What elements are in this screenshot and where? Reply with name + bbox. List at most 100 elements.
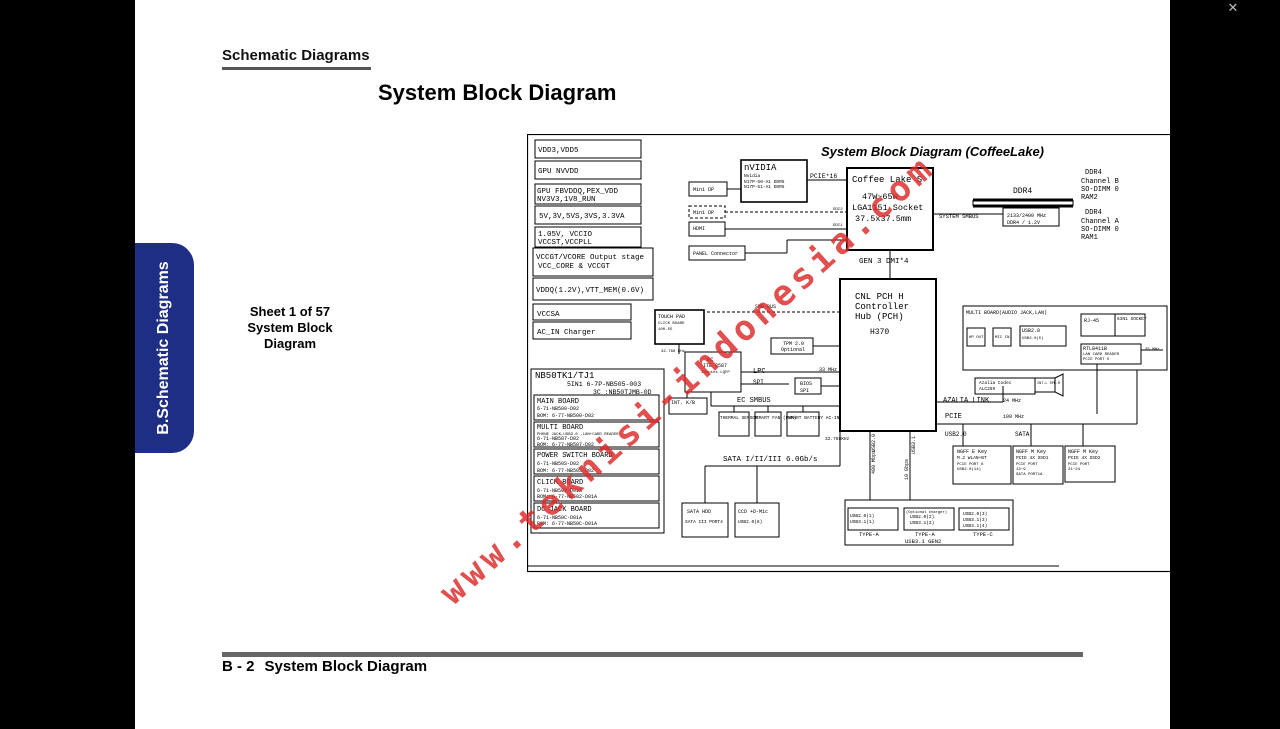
usb31-vert: USB3.1 <box>911 436 917 454</box>
ec-smbus: EC SMBUS <box>737 397 771 405</box>
board-1-b: BOM: 6-77-NB500-D02 <box>537 413 594 419</box>
hdd-1: SATA HDD <box>687 509 711 515</box>
footer-title: System Block Diagram <box>264 658 428 675</box>
speaker-label: INT-L SPK-R <box>1037 382 1061 386</box>
cpu-size: 37.5x37.5mm <box>855 214 911 224</box>
sata-label: SATA <box>1015 431 1030 438</box>
section-header: Schematic Diagrams <box>222 47 370 64</box>
board-4-b: BOM: 6-77-NB502-D01A <box>537 494 597 500</box>
ccd-2: USB2.0(8) <box>738 519 762 525</box>
m2-m1-4: 13~9 <box>1016 468 1026 472</box>
diagram-title: System Block Diagram (CoffeeLake) <box>821 144 1044 159</box>
cpu-tdp: 47W~65W <box>862 192 899 202</box>
page-footer: B - 2 System Block Diagram <box>222 658 427 675</box>
ddr-speed: 2133/2400 MHz <box>1007 213 1046 219</box>
usbp-2c: USB3.1(2) <box>910 520 934 526</box>
ddi2-label: DDI2 <box>833 208 843 212</box>
touchpad-1: TOUCH PAD <box>658 314 685 320</box>
board-2-c: BOM: 6-77-NB507-D02 <box>537 442 594 448</box>
touchpad-3: 100-55 <box>658 328 673 332</box>
panel-label: PANEL Connector <box>693 251 738 257</box>
gpu-name: nVIDIA <box>744 163 777 173</box>
board-5-b: BOM: 6-77-NB50C-D01A <box>537 521 597 527</box>
side-tab-label: B.Schematic Diagrams <box>155 261 172 435</box>
board-1-name: MAIN BOARD <box>537 398 579 406</box>
usb20-speed: 480 Mbps <box>871 450 877 474</box>
rail-3: GPU FBVDDQ,PEX_VDD <box>537 188 619 196</box>
usbp-3c: USB3.1(4) <box>963 523 987 529</box>
codec-2: ALC269 <box>979 386 996 392</box>
gpu-bus: PCIE*16 <box>810 173 837 180</box>
spi-label: SPI <box>753 379 764 386</box>
header-rule <box>222 67 371 70</box>
m2-e-2: M.2 WLAN+BT <box>957 455 987 461</box>
rail-1: VDD3,VDD5 <box>538 147 579 155</box>
ec-l3: 128pins LQFP <box>701 370 730 375</box>
ddr-a-3: SO-DIMM 0 <box>1081 226 1119 234</box>
tpm-1: TPM 2.0 <box>783 341 804 347</box>
schematic-diagram: System Block Diagram (CoffeeLake) VDD3,V… <box>526 133 1170 579</box>
gpu-line-3: N17P-G1-A1 DDR5 <box>744 184 785 190</box>
rail-2: GPU NVVDD <box>538 168 579 176</box>
cpu-name: Coffee Lake S <box>852 175 922 185</box>
lpc-mhz: 33 MHz <box>819 367 837 373</box>
usb20-label: USB2.0 <box>945 431 967 438</box>
footer-page-number: B - 2 <box>222 658 255 675</box>
usbp-1b: USB3.1(1) <box>850 519 874 525</box>
m2-e-1: NGFF E Key <box>957 449 987 455</box>
gpu-line-1: Nvidia <box>744 173 761 179</box>
lan-3: PCIE PORT 5 <box>1083 358 1110 362</box>
bios-2: SPI <box>800 388 809 394</box>
model-name: NB50TK1/TJ1 <box>535 371 594 381</box>
ec-l2: ITE 8587 <box>703 363 727 369</box>
usb20-vert: USB2.0 <box>871 434 877 452</box>
multiboard-title: MULTI BOARD(AUDIO JACK,LAN) <box>966 310 1047 316</box>
sheet-title-1: System Block <box>247 320 333 335</box>
system-smbus: SYSTEM SMBUS <box>939 213 979 220</box>
board-4-a: 6-71-NB502-D01A <box>537 488 582 494</box>
hp-out: HP OUT <box>969 336 984 340</box>
m2-m2-3: PCIE PORT <box>1068 463 1090 467</box>
m2-e-4: USB2.0(14) <box>957 467 981 472</box>
usbp-3b: USB3.1(3) <box>963 517 987 523</box>
hdmi-label: HDMI <box>693 226 705 232</box>
bios-1: BIOS <box>800 381 812 387</box>
m2-m2-4: 21~24 <box>1068 468 1081 472</box>
pch-line-2: Controller <box>855 302 909 312</box>
ddr-label: DDR4 <box>1013 187 1032 196</box>
ec-clock: 32.768 KHz <box>661 350 686 354</box>
rail-11: VCCSA <box>537 311 560 319</box>
close-icon[interactable]: ✕ <box>1227 0 1239 15</box>
rail-7: VCCST,VCCPLL <box>538 239 593 247</box>
type-c: TYPE-C <box>973 531 994 538</box>
thermal-sensor: THERMAL SENSOR <box>720 415 758 421</box>
pcie-mhz: 100 MHz <box>1003 414 1024 420</box>
lan-1: RTL8411B <box>1083 346 1107 352</box>
mb-usbp: USB2.0(5) <box>1022 336 1044 341</box>
usbp-1a: USB2.0(1) <box>850 513 874 519</box>
board-4-name: CLICK BOARD <box>537 479 583 487</box>
pch-line-4: H370 <box>870 328 889 337</box>
rail-6: 1.05V, VCCIO <box>538 231 593 239</box>
sata-bus: SATA I/II/III 6.0Gb/s <box>723 456 818 464</box>
cpu-socket: LGA1151 Socket <box>852 203 923 213</box>
smart-battery: SMART BATTERY AC-IN <box>788 415 840 421</box>
ddi1-label: DDI1 <box>833 224 843 228</box>
usb31-gen2: USB3.1 GEN2 <box>905 538 941 545</box>
ddr-b-4: RAM2 <box>1081 194 1098 202</box>
usbp-3a: USB2.0(3) <box>963 511 987 517</box>
footer-rule <box>222 652 1083 657</box>
ec-l1: EC <box>707 356 714 363</box>
model-line-1: 5IN1 6-7P-NB505-003 <box>567 381 641 388</box>
section-side-tab[interactable]: B.Schematic Diagrams <box>135 243 194 453</box>
type-a-1: TYPE-A <box>859 531 880 538</box>
board-2-a: PHONE JACK,USB3.0 ,LAN+CARD READER <box>537 433 619 437</box>
board-3-a: 6-71-NB50S-D02 <box>537 461 579 467</box>
rail-9: VCC_CORE & VCCGT <box>538 263 611 271</box>
board-5-name: DC JACK BOARD <box>537 506 592 514</box>
mb-usb: USB2.0 <box>1022 328 1040 334</box>
azalia-link: AZALIA LINK <box>943 397 990 405</box>
rail-4: NV3V3,1V8_RUN <box>537 196 596 204</box>
m2-m1-2: PCIE 4X SSD1 <box>1016 455 1049 461</box>
ddr-b-1: DDR4 <box>1085 169 1102 177</box>
